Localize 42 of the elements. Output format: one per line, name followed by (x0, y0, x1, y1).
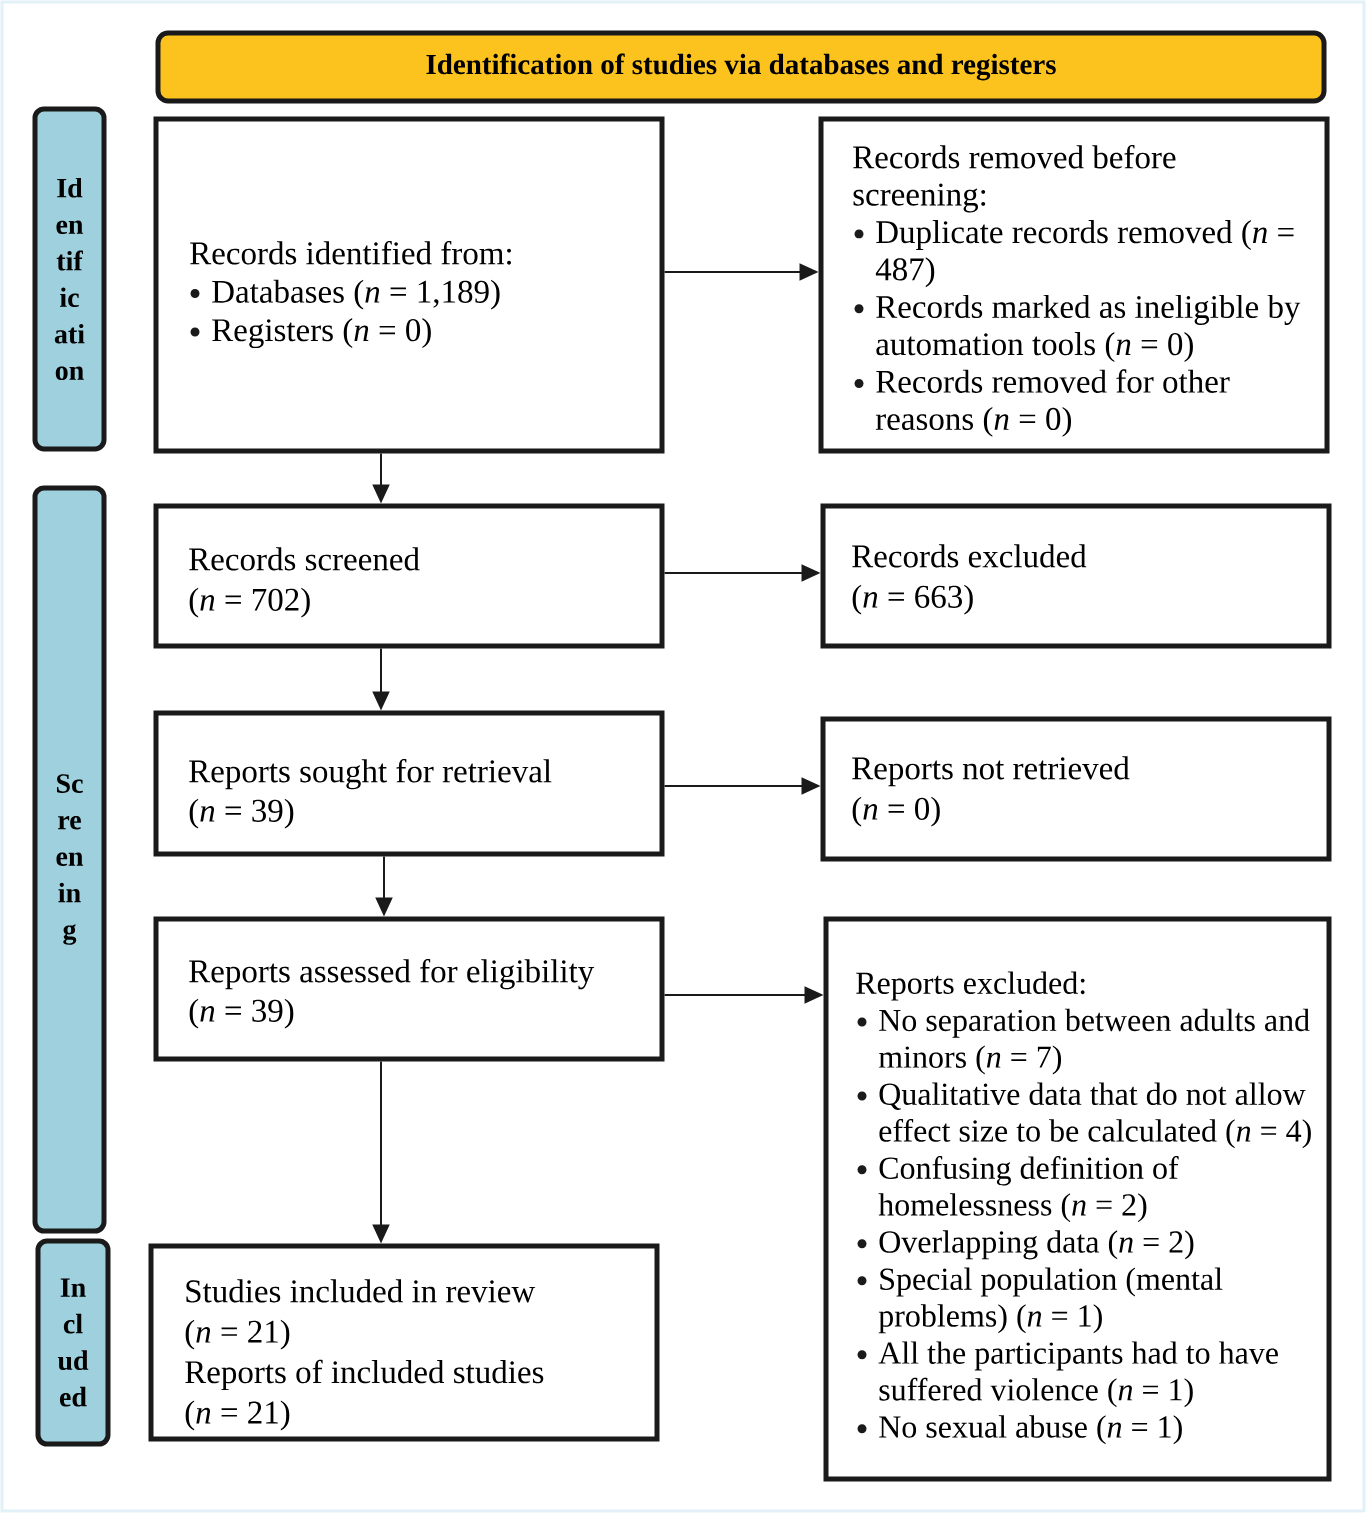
process-box (820, 503, 1332, 649)
process-box (148, 1243, 660, 1442)
process-box (820, 716, 1332, 862)
list-item: Duplicate records removed (n = 487) (875, 220, 1294, 288)
phase-bar: Sc re en in g (32, 485, 107, 1234)
list-item: All the participants had to have suffered violence (n = 1) (878, 1341, 1278, 1408)
list-item: No separation between adults and minors (n = 7) (878, 1008, 1310, 1075)
phase-bar: In cl ud ed (35, 1238, 111, 1447)
process-box (153, 116, 665, 454)
step-title: Records excluded (852, 544, 1087, 568)
step-title: Reports of included studies (185, 1359, 544, 1391)
count-text: (n = 21) (185, 1319, 290, 1350)
process-box (823, 916, 1332, 1482)
list-item: No sexual abuse (n = 1) (879, 1415, 1182, 1445)
step-title: Records removed before screening: (853, 144, 1176, 213)
list-item: Databases (n = 1,189) (212, 279, 500, 310)
step-title: Reports assessed for eligibility (189, 958, 595, 990)
list-item: Records marked as ineligible by automation tools (n = 0) (876, 294, 1301, 362)
count-text: (n = 663) (852, 584, 973, 615)
count-text: (n = 0) (852, 796, 940, 827)
process-box (153, 916, 665, 1062)
process-box (153, 503, 665, 649)
process-box (818, 116, 1330, 454)
count-text: (n = 39) (189, 798, 294, 829)
count-text: (n = 21) (185, 1400, 290, 1431)
header-banner: Identification of studies via databases and registers (155, 30, 1327, 104)
list-item: Special population (mental problems) (n = 1) (878, 1267, 1223, 1334)
step-title: Reports excluded: (856, 971, 1085, 1001)
step-title: Records screened (189, 547, 420, 571)
count-text: (n = 39) (189, 998, 294, 1029)
list-item: Overlapping data (n = 2) (879, 1230, 1194, 1260)
phase-bar: Id en tif ic ati on (32, 106, 107, 452)
count-text: (n = 702) (189, 587, 310, 618)
list-item: Confusing definition of homelessness (n = 2) (878, 1156, 1179, 1223)
step-title: Records identified from: (190, 240, 511, 265)
step-title: Studies included in review (186, 1279, 536, 1303)
list-item: Qualitative data that do not allow effect size to be calculated (n = 4) (879, 1082, 1311, 1149)
list-item: Registers (n = 0) (212, 318, 431, 349)
step-title: Reports not retrieved (852, 756, 1130, 787)
list-item: Records removed for other reasons (n = 0) (875, 369, 1230, 437)
step-title: Reports sought for retrieval (189, 758, 552, 790)
process-box (153, 710, 665, 857)
